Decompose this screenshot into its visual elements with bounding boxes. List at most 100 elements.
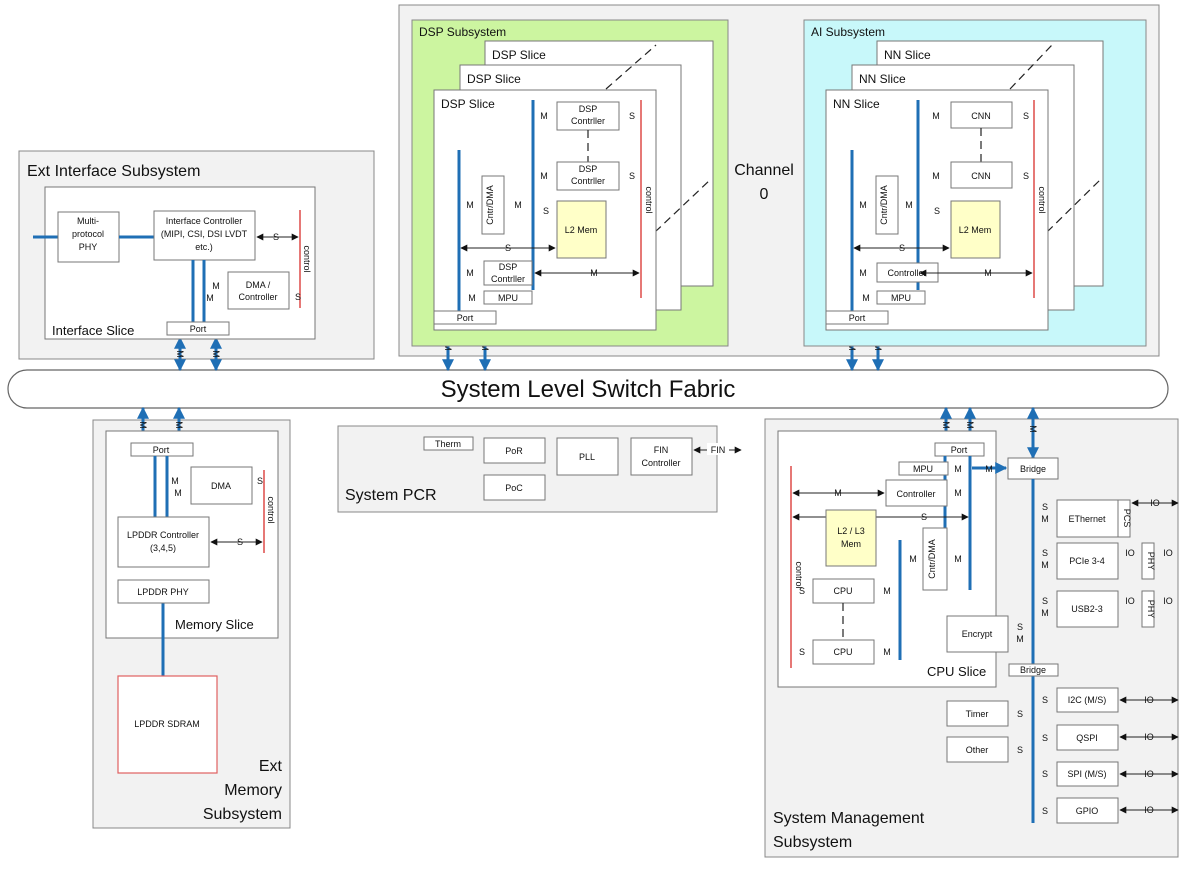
svg-text:S: S [1017, 622, 1023, 632]
svg-text:S: S [1017, 709, 1023, 719]
interface-slice [44, 186, 316, 340]
svg-text:M: M [468, 293, 476, 303]
svg-text:M: M [954, 464, 962, 474]
svg-text:S: S [1042, 733, 1048, 743]
svg-text:M: M [480, 343, 490, 351]
svg-text:M: M [883, 586, 891, 596]
svg-text:M: M [847, 343, 857, 351]
svg-text:CPU: CPU [833, 586, 852, 596]
svg-text:Port: Port [457, 313, 474, 323]
svg-text:IO: IO [1163, 548, 1173, 558]
svg-text:Other: Other [966, 745, 989, 755]
svg-text:M: M [138, 421, 148, 429]
svg-text:S: S [629, 111, 635, 121]
svg-text:S: S [1042, 695, 1048, 705]
svg-text:S: S [505, 243, 511, 253]
svg-text:Port: Port [951, 445, 968, 455]
svg-text:LPDDR Controller: LPDDR Controller [127, 530, 199, 540]
svg-text:Contrller: Contrller [491, 274, 525, 284]
svg-text:USB2-3: USB2-3 [1071, 604, 1103, 614]
ai-l2-mem [950, 200, 1001, 259]
svg-text:etc.): etc.) [195, 242, 213, 252]
svg-text:Bridge: Bridge [1020, 464, 1046, 474]
svg-text:IO: IO [1125, 596, 1135, 606]
svg-text:(MIPI, CSI, DSI LVDT: (MIPI, CSI, DSI LVDT [161, 229, 248, 239]
nn-slice [825, 89, 1049, 331]
bridge-bottom [1008, 663, 1059, 677]
svg-text:S: S [543, 206, 549, 216]
memory-dma [190, 466, 253, 505]
svg-text:QSPI: QSPI [1076, 733, 1098, 743]
svg-text:M: M [1041, 514, 1049, 524]
svg-text:L2 Mem: L2 Mem [565, 225, 598, 235]
svg-text:M: M [540, 111, 548, 121]
svg-text:M: M [965, 421, 975, 429]
interface-port [166, 321, 230, 336]
svg-text:DSP: DSP [499, 262, 518, 272]
svg-text:M: M [905, 200, 913, 210]
usb [1056, 590, 1119, 628]
svg-text:M: M [873, 343, 883, 351]
timer [946, 700, 1009, 727]
svg-text:S: S [1042, 596, 1048, 606]
svg-text:PoC: PoC [505, 483, 523, 493]
svg-text:IO: IO [1163, 596, 1173, 606]
svg-text:DSP Slice: DSP Slice [492, 48, 546, 62]
svg-text:M: M [1041, 608, 1049, 618]
svg-text:Memory Slice: Memory Slice [175, 617, 254, 632]
switch-fabric [7, 369, 1169, 409]
svg-text:DMA /: DMA / [246, 280, 271, 290]
svg-text:M: M [932, 111, 940, 121]
svg-text:M: M [590, 268, 598, 278]
dsp-subsystem-group: DSP Subsystem DSP Slice DSP Slice DSP Sl… [411, 19, 729, 347]
svg-text:System PCR: System PCR [345, 487, 437, 504]
svg-text:M: M [1041, 560, 1049, 570]
svg-text:LPDDR SDRAM: LPDDR SDRAM [134, 719, 200, 729]
svg-text:IO: IO [1144, 769, 1154, 779]
svg-text:PHY: PHY [79, 242, 98, 252]
svg-text:S: S [237, 537, 243, 547]
svg-text:PHY: PHY [1146, 552, 1156, 571]
dsp-l2-mem [556, 200, 607, 259]
svg-text:CNN: CNN [971, 171, 991, 181]
svg-text:M: M [466, 200, 474, 210]
ext-interface-group: Ext Interface Subsystem Interface Slice … [27, 163, 316, 340]
svg-text:MPU: MPU [498, 293, 518, 303]
svg-text:control: control [266, 496, 276, 523]
svg-text:M: M [985, 464, 993, 474]
svg-text:Contrller: Contrller [571, 176, 605, 186]
svg-text:M: M [834, 488, 842, 498]
svg-text:M: M [174, 488, 182, 498]
svg-text:Ext: Ext [259, 758, 283, 775]
svg-text:Channel: Channel [734, 162, 794, 179]
svg-text:PCIe 3-4: PCIe 3-4 [1069, 556, 1105, 566]
svg-text:Subsystem: Subsystem [773, 834, 852, 851]
svg-text:IO: IO [1125, 548, 1135, 558]
svg-text:System Management: System Management [773, 810, 925, 827]
svg-text:DSP Slice: DSP Slice [441, 97, 495, 111]
svg-text:DSP: DSP [579, 104, 598, 114]
memory-group: Memory Slice Port DMA M M control S LPDD… [105, 430, 283, 823]
multiprotocol-phy [57, 211, 120, 263]
svg-text:control: control [1037, 186, 1047, 213]
svg-text:EThernet: EThernet [1068, 514, 1106, 524]
svg-text:M: M [941, 421, 951, 429]
svg-text:Cntr/DMA: Cntr/DMA [927, 539, 937, 579]
svg-text:MPU: MPU [891, 293, 911, 303]
svg-text:control: control [302, 245, 312, 272]
svg-text:M: M [859, 268, 867, 278]
svg-text:S: S [273, 232, 279, 242]
svg-text:M: M [1028, 425, 1038, 433]
svg-text:PCS: PCS [1122, 509, 1132, 528]
svg-text:Controller: Controller [887, 268, 926, 278]
svg-text:M: M [954, 488, 962, 498]
svg-text:Interface Controller: Interface Controller [166, 216, 243, 226]
svg-text:PoR: PoR [505, 446, 523, 456]
svg-text:SPI (M/S): SPI (M/S) [1067, 769, 1106, 779]
svg-text:S: S [257, 476, 263, 486]
svg-text:M: M [540, 171, 548, 181]
svg-text:I2C (M/S): I2C (M/S) [1068, 695, 1107, 705]
svg-text:S: S [629, 171, 635, 181]
svg-text:GPIO: GPIO [1076, 806, 1099, 816]
